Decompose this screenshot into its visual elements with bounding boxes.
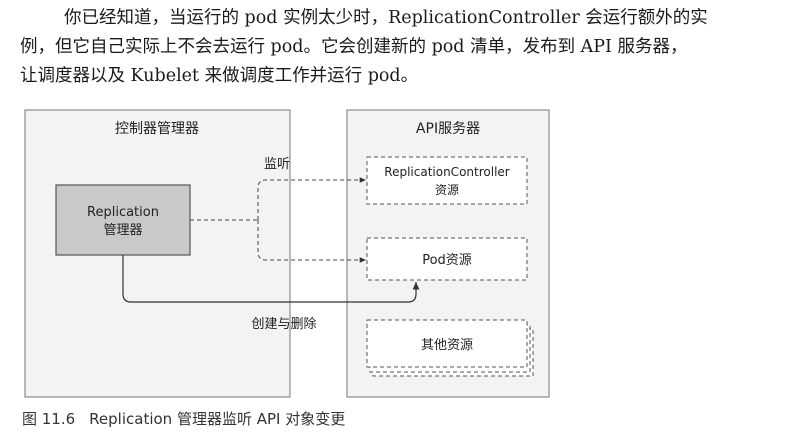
rc-resource-label-2: 资源: [435, 183, 459, 197]
watch-arrow-pod: [257, 220, 366, 263]
controller-manager-title: 控制器管理器: [115, 121, 199, 137]
replication-manager-box: [55, 184, 191, 256]
api-server-title: API服务器: [416, 121, 480, 137]
other-resource-box: [366, 319, 528, 368]
replication-manager-label-1: Replication: [87, 205, 159, 220]
rc-resource-label-1: ReplicationController: [384, 165, 509, 179]
replication-manager-label-2: 管理器: [103, 223, 142, 238]
body-paragraph: 你已经知道，当运行的 pod 实例太少时，ReplicationControll…: [20, 4, 796, 91]
paragraph-line-2: 例，但它自己实际上不会去运行 pod。它会创建新的 pod 清单，发布到 API…: [20, 37, 688, 57]
caption-text: Replication 管理器监听 API 对象变更: [89, 410, 346, 428]
figure-caption: 图 11.6 Replication 管理器监听 API 对象变更: [22, 408, 345, 429]
watch-label: 监听: [264, 157, 290, 172]
paragraph-line-3: 让调度器以及 Kubelet 来做调度工作并运行 pod。: [20, 66, 419, 86]
create-delete-arrow: [122, 255, 420, 303]
watch-arrow-rc: [257, 177, 366, 220]
paragraph-line-1: 你已经知道，当运行的 pod 实例太少时，ReplicationControll…: [64, 8, 708, 28]
create-delete-label: 创建与删除: [251, 317, 316, 332]
other-resource-label: 其他资源: [421, 338, 473, 353]
pod-resource-box: [366, 237, 528, 281]
pod-resource-label: Pod资源: [422, 253, 472, 268]
rc-resource-box: [366, 156, 528, 205]
caption-number: 图 11.6: [22, 410, 76, 428]
